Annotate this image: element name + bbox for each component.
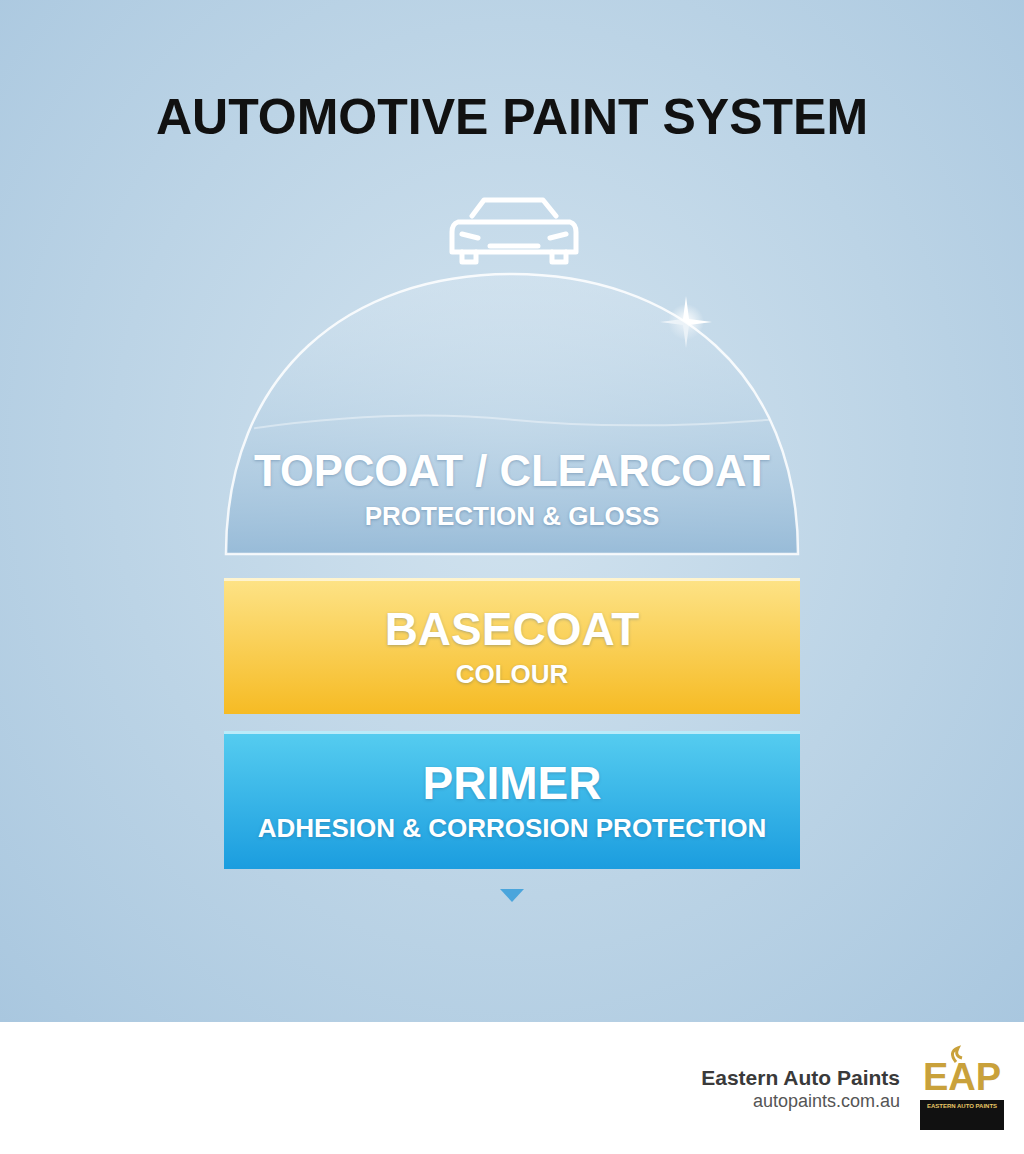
footer-band [0,1022,1024,1154]
logo-letters: EAP [920,1058,1004,1096]
logo-bar [920,1100,1004,1130]
layer-function: COLOUR [456,660,569,690]
primer-band: PRIMER ADHESION & CORROSION PROTECTION [224,731,800,869]
basecoat-band: BASECOAT COLOUR [224,578,800,714]
car-icon [452,200,576,262]
title: AUTOMOTIVE PAINT SYSTEM [0,88,1024,146]
layer-function: ADHESION & CORROSION PROTECTION [258,814,766,844]
website: autopaints.com.au [753,1091,900,1112]
layer-name: BASECOAT [385,603,640,656]
clearcoat-dome: TOPCOAT / CLEARCOAT PROTECTION & GLOSS [224,272,800,556]
logo-text: EASTERN AUTO PAINTS [920,1103,1004,1109]
layer-name: PRIMER [423,757,602,810]
company-name: Eastern Auto Paints [701,1066,900,1090]
pointer-triangle [500,889,524,902]
layer-function: PROTECTION & GLOSS [365,502,660,532]
layer-name: TOPCOAT / CLEARCOAT [254,446,770,496]
